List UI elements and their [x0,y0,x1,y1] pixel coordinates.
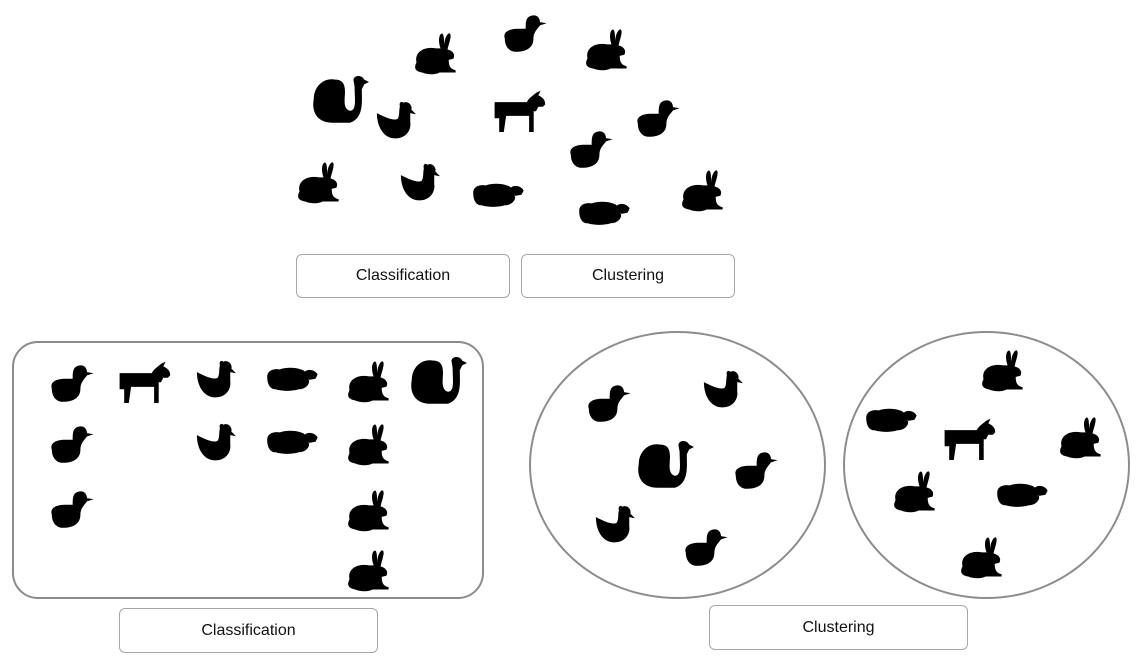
duck-icon [588,385,631,430]
turkey-icon [638,441,694,497]
chicken-icon [595,505,635,552]
rabbit-icon [1060,417,1101,459]
rabbit-icon [982,350,1023,392]
rabbit-icon [415,33,456,75]
duck-icon [51,365,94,410]
rabbit-icon [961,537,1002,579]
classification-button[interactable]: Classification [296,254,510,298]
cluster-1 [529,331,826,599]
duck-icon [637,100,680,145]
duck-icon [51,491,94,536]
sheep-icon [473,183,524,216]
clustering-button[interactable]: Clustering [521,254,735,298]
duck-icon [504,15,547,60]
goat-icon [941,418,996,460]
turkey-icon [411,357,467,413]
rabbit-icon [894,471,935,513]
chicken-icon [196,423,236,470]
rabbit-icon [682,170,723,212]
goat-icon [116,361,171,403]
rabbit-icon [348,550,389,592]
chicken-icon [196,360,236,407]
goat-icon [491,90,546,132]
chicken-icon [703,370,743,417]
rabbit-icon [586,29,627,71]
duck-icon [51,426,94,471]
clustering-label[interactable]: Clustering [709,605,968,650]
turkey-icon [313,76,369,132]
cluster-2 [843,331,1130,599]
rabbit-icon [348,424,389,466]
rabbit-icon [298,162,339,204]
sheep-icon [866,408,917,441]
sheep-icon [579,201,630,234]
sheep-icon [267,430,318,463]
chicken-icon [400,163,440,210]
sheep-icon [997,483,1048,516]
rabbit-icon [348,490,389,532]
duck-icon [685,529,728,574]
duck-icon [570,131,613,176]
classification-label[interactable]: Classification [119,608,378,653]
chicken-icon [376,101,416,148]
duck-icon [735,452,778,497]
classification-group [12,341,484,599]
sheep-icon [267,367,318,400]
rabbit-icon [348,361,389,403]
